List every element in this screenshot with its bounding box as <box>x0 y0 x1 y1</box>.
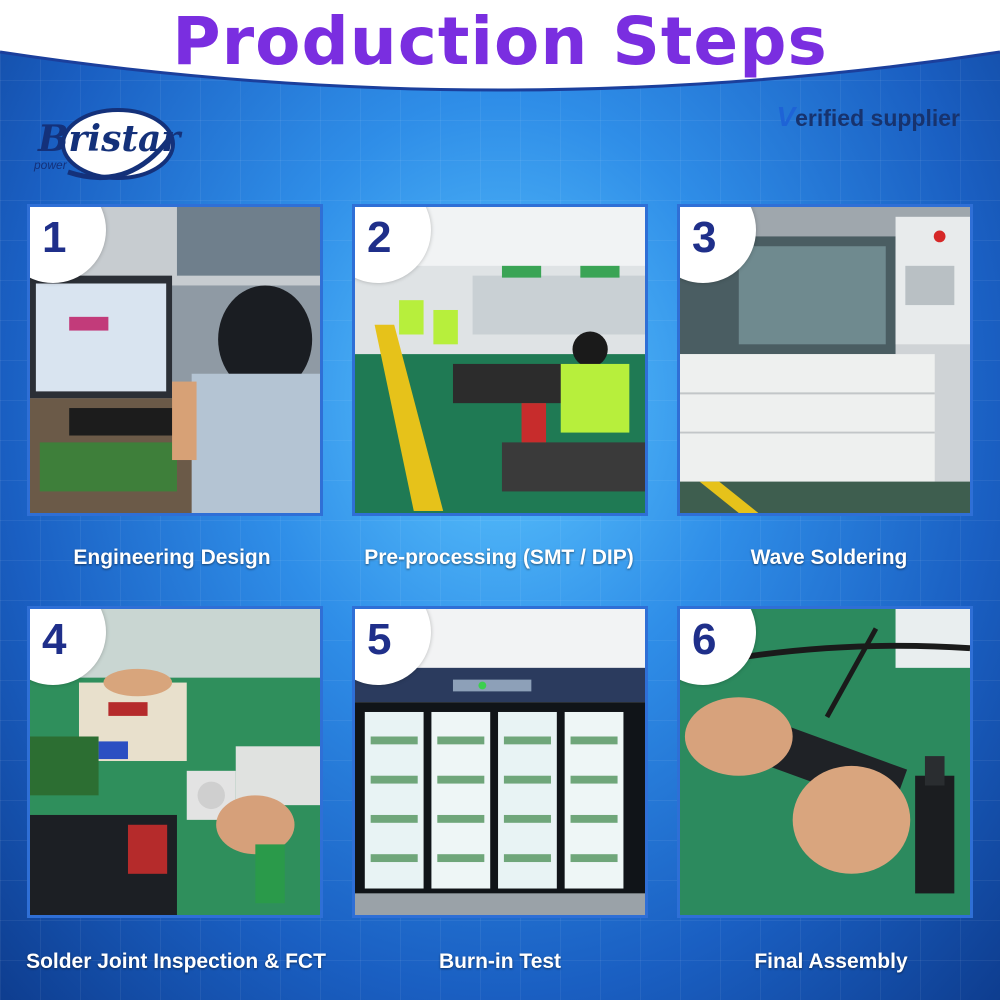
bristar-logo: Bristar power <box>28 100 181 190</box>
step-number: 4 <box>42 615 67 664</box>
header-banner <box>0 0 1000 92</box>
verified-supplier-text: erified supplier <box>795 105 960 131</box>
logo-name: Bristar <box>38 118 181 160</box>
step-label-engineering-design: Engineering Design <box>73 546 271 569</box>
step-label-wave-soldering: Wave Soldering <box>750 546 908 569</box>
step-label-burn-in-test: Burn-in Test <box>438 950 562 973</box>
step-label-inspection-fct: Solder Joint Inspection & FCT <box>26 950 326 973</box>
step-number-badge: 6 <box>680 609 756 685</box>
step-card-2: 2 <box>352 204 648 516</box>
step-card-5: 5 <box>352 606 648 918</box>
page-title: Production Steps <box>172 3 828 80</box>
step-number: 6 <box>692 615 717 664</box>
step-card-4: 4 <box>27 606 323 918</box>
pre-processing-photo <box>355 207 645 513</box>
logo-swoosh-icon <box>61 108 175 181</box>
step-label-pre-processing: Pre-processing (SMT / DIP) <box>364 546 634 569</box>
verified-check-icon: V <box>776 101 796 132</box>
step-card-3: 3 <box>677 204 973 516</box>
step-card-1: 1 <box>27 204 323 516</box>
step-number: 5 <box>367 615 392 664</box>
step-number: 3 <box>692 213 717 262</box>
wave-soldering-photo <box>680 207 970 513</box>
final-assembly-photo <box>680 609 970 915</box>
logo-subtitle: power <box>34 158 67 172</box>
step-card-6: 6 <box>677 606 973 918</box>
step-label-final-assembly: Final Assembly <box>754 950 908 973</box>
step-number: 2 <box>367 213 392 262</box>
step-number: 1 <box>42 213 67 262</box>
verified-supplier-badge: Verified supplier <box>776 101 960 133</box>
